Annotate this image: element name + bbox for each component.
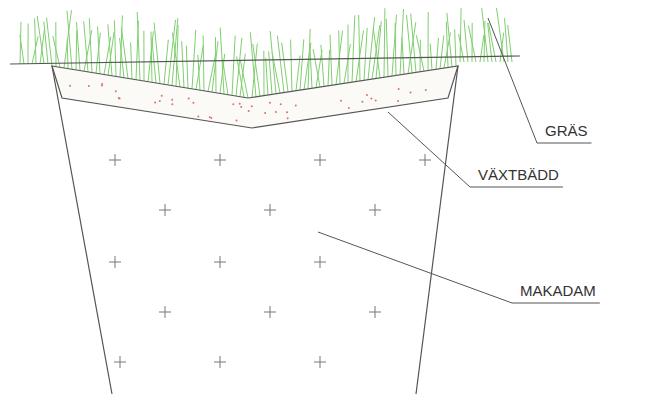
soil-dot (209, 116, 211, 118)
leader-line (318, 232, 600, 303)
soil-dot (280, 103, 282, 105)
part-label: GRÄS (545, 122, 588, 140)
soil-dot (171, 103, 173, 105)
soil-dot (239, 103, 241, 105)
soil-dot (101, 83, 103, 85)
soil-dot (88, 85, 90, 87)
soil-dot (286, 111, 288, 113)
soil-dot (375, 99, 377, 101)
soil-dot (69, 85, 71, 87)
soil-dot (348, 107, 350, 109)
soil-dot (295, 104, 297, 106)
soil-dot (197, 115, 199, 117)
leader-lines (318, 18, 600, 303)
soil-dot (340, 100, 342, 102)
part-label: MAKADAM (520, 282, 596, 300)
plus-signs (109, 154, 431, 368)
soil-dot (154, 101, 156, 103)
trench-walls (52, 66, 458, 394)
soil-dot (161, 95, 163, 97)
soil-dot (118, 97, 120, 99)
soil-dot (171, 99, 173, 101)
leader-line (388, 112, 563, 187)
soil-dot (275, 111, 277, 113)
plant-bed-dots (69, 83, 427, 121)
soil-dot (248, 110, 250, 112)
soil-dot (236, 119, 238, 121)
soil-dot (370, 98, 372, 100)
soil-dot (264, 112, 266, 114)
soil-dot (366, 94, 368, 96)
soil-dot (240, 106, 242, 108)
leader-line (488, 18, 592, 143)
plant-bed-layer (52, 66, 458, 128)
soil-dot (251, 105, 253, 107)
soil-dot (410, 92, 412, 94)
soil-dot (397, 100, 399, 102)
soil-dot (115, 90, 117, 92)
macadam-texture (109, 154, 431, 368)
soil-dot (361, 101, 363, 103)
soil-dot (192, 102, 194, 104)
part-label: VÄXTBÄDD (478, 166, 559, 184)
ground-line (10, 56, 520, 64)
soil-dot (188, 98, 190, 100)
soil-dot (232, 103, 234, 105)
soil-dot (287, 117, 289, 119)
soil-dot (119, 98, 121, 100)
soil-dot (425, 89, 427, 91)
soil-dot (269, 102, 271, 104)
soil-dot (398, 88, 400, 90)
soil-dot (159, 100, 161, 102)
